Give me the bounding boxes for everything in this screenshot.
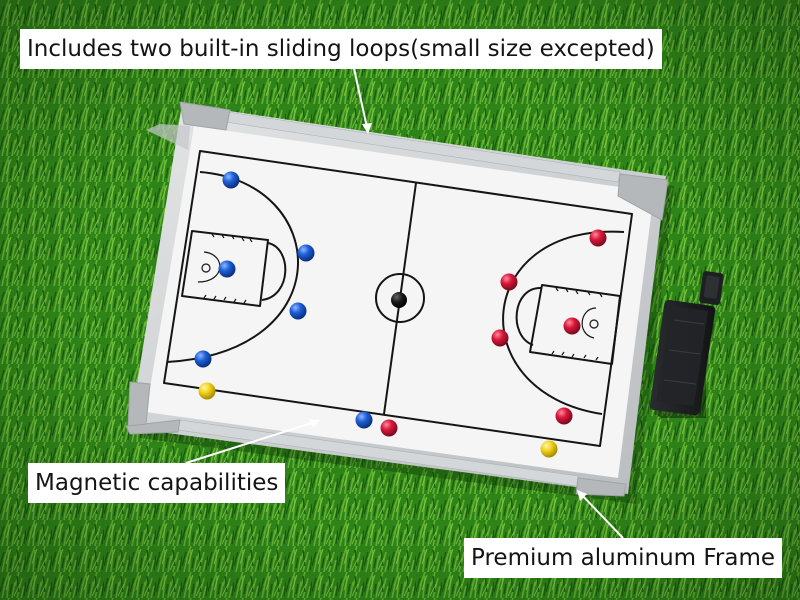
red-magnet (563, 317, 581, 335)
red-magnet (491, 329, 509, 347)
callout-sliding-loops: Includes two built-in sliding loops(smal… (20, 29, 662, 69)
callout-frame: Premium aluminum Frame (464, 538, 783, 578)
red-magnet (380, 419, 398, 437)
frame-corner-bracket (179, 101, 231, 131)
blue-magnet (297, 244, 315, 262)
frame-corner-bracket (575, 477, 627, 497)
frame-corner-bracket (125, 419, 181, 435)
whiteboard (125, 101, 669, 497)
red-magnet (589, 229, 607, 247)
red-magnets (380, 229, 607, 437)
callout-leader-lines (185, 63, 624, 539)
board-eraser (649, 271, 724, 418)
yellow-magnet (540, 440, 558, 458)
blue-magnet (289, 302, 307, 320)
blue-magnet (194, 350, 212, 368)
callout-magnetic: Magnetic capabilities (28, 463, 286, 503)
blue-magnets (194, 171, 373, 429)
red-magnet (555, 407, 573, 425)
blue-magnet (222, 171, 240, 189)
frame-corner-bracket (617, 173, 669, 221)
yellow-magnet (198, 382, 216, 400)
blue-magnet (218, 260, 236, 278)
yellow-magnets (198, 382, 558, 458)
blue-magnet (355, 411, 373, 429)
black-magnet (391, 292, 407, 308)
red-magnet (500, 273, 518, 291)
